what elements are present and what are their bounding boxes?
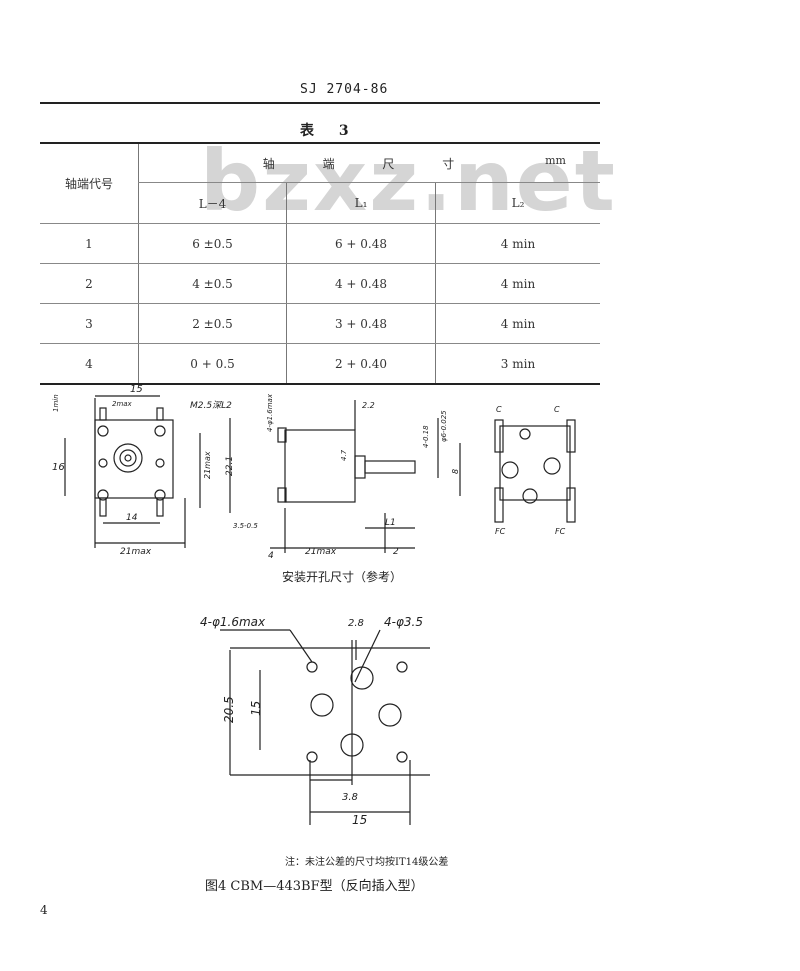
component-drawing-top: 15 2max M2.5深L2 1min 16 21max 22.1 14 21… [52,384,576,558]
dim-4: 4 [268,551,274,558]
header-shaft-dimensions: 轴 端 尺 寸 mm [138,143,600,183]
subheader-l2: L₂ [435,182,600,224]
dim-phi1-6: 4-φ1.6max [266,393,274,432]
row-code: 2 [40,263,139,304]
row-cell: 4 min [435,263,600,304]
dim-15-vertical: 15 [249,701,263,716]
dim-21max-h: 21max [120,547,152,557]
dim-15-horizontal: 15 [352,813,367,827]
row-cell: 2 + 0.40 [286,343,436,384]
dim-3-5: 3.5-0.5 [233,522,258,530]
dim-20-5: 20.5 [222,696,236,723]
row-cell: 6 + 0.48 [286,223,436,264]
row-cell: 4 min [435,223,600,264]
mounting-hole-caption: 安装开孔尺寸（参考） [282,570,403,584]
dim-2max: 2max [112,400,133,408]
shaft-dimension-table: 轴端代号 轴 端 尺 寸 mm L－4 L₁ L₂ 1 6 ±0.5 6 + 0… [40,142,600,385]
unit-label: mm [545,154,566,167]
dim-22-1: 22.1 [225,456,235,476]
group-header-text: 轴 端 尺 寸 [262,156,477,171]
dim-14: 14 [126,513,138,523]
dim-phi6: φ6-0.025 [440,410,448,442]
dim-16: 16 [52,462,65,473]
dim-3-8: 3.8 [342,792,358,803]
dim-4-7: 4.7 [340,449,348,461]
dim-21max-v: 21max [203,451,212,479]
row-code: 3 [40,303,139,344]
subheader-l-minus-4: L－4 [138,182,287,224]
dim-4-018: 4-0.18 [422,425,430,448]
row-cell: 2 ±0.5 [138,303,287,344]
header-rule [40,102,600,104]
side-view: 4-φ1.6max 2.2 4.7 4-0.18 φ6-0.025 8 3.5-… [233,393,461,558]
dim-8: 8 [451,469,460,474]
dim-2-2: 2.2 [362,401,375,410]
mounting-hole-drawing: 4-φ1.6max 2.8 4-φ3.5 20.5 15 3.8 15 [200,615,430,827]
label-fc-left: FC [495,527,506,536]
row-cell: 6 ±0.5 [138,223,287,264]
screw-label: M2.5深L2 [190,400,232,411]
dim-2-8: 2.8 [348,618,364,629]
row-cell: 4 min [435,303,600,344]
label-c-left: C [496,405,502,414]
header-shaft-code: 轴端代号 [40,143,139,224]
front-view: 15 2max M2.5深L2 1min 16 21max 22.1 14 21… [52,384,235,557]
standard-number: SJ 2704-86 [300,82,389,97]
subheader-l1: L₁ [286,182,436,224]
row-cell: 4 ±0.5 [138,263,287,304]
row-code: 1 [40,223,139,264]
dim-15: 15 [130,384,143,395]
row-cell: 4 + 0.48 [286,263,436,304]
dim-21max-side: 21max [305,547,337,557]
dim-large-holes: 4-φ3.5 [384,615,423,629]
dim-l1: L1 [385,518,396,528]
row-cell: 0 + 0.5 [138,343,287,384]
dim-2: 2 [393,547,399,557]
rear-view: C C FC FC [494,405,576,536]
table-caption: 表 3 [300,123,359,139]
label-fc-right: FC [555,527,566,536]
page-number: 4 [40,903,48,917]
label-c-right: C [554,405,560,414]
figure-caption: 图4 CBM—443BF型（反向插入型） [205,879,424,894]
row-code: 4 [85,356,93,371]
dim-1min: 1min [52,394,60,412]
row-cell: 3 min [435,343,600,384]
dim-small-holes: 4-φ1.6max [200,615,266,629]
tolerance-note: 注：未注公差的尺寸均按IT14级公差 [285,857,449,868]
row-cell: 3 + 0.48 [286,303,436,344]
